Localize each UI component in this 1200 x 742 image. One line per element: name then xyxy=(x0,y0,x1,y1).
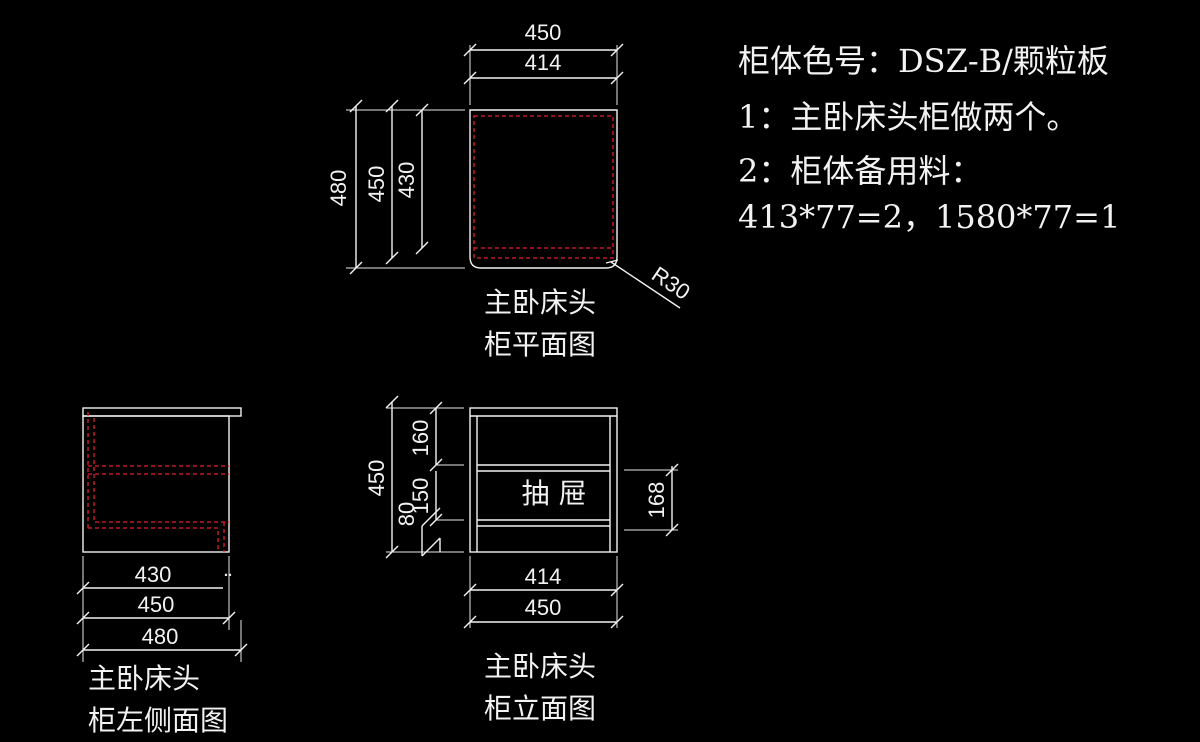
note-cabinet-color: 柜体色号：DSZ-B/颗粒板 xyxy=(738,42,1109,80)
plan-dimension-450: 450 xyxy=(463,20,624,105)
notes-block: 柜体色号：DSZ-B/颗粒板 1：主卧床头柜做两个。 2：柜体备用料： 413*… xyxy=(738,42,1120,236)
front-dim-150-label: 150 xyxy=(408,478,433,515)
plan-hidden-lines xyxy=(473,115,614,259)
plan-view: 450 414 480 450 430 xyxy=(326,20,695,361)
plan-radius-label: R30 xyxy=(647,261,694,304)
plan-caption-line2: 柜平面图 xyxy=(484,328,596,361)
side-hidden-lines xyxy=(87,412,229,552)
front-caption-line2: 柜立面图 xyxy=(484,692,596,725)
front-outline xyxy=(469,407,618,553)
front-dim-450-bottom-label: 450 xyxy=(525,595,562,620)
front-dimension-168: 168 xyxy=(624,463,679,537)
plan-dim-480-label: 480 xyxy=(326,170,351,207)
note-spare-sizes: 413*77=2，1580*77=1 xyxy=(738,198,1120,236)
front-dim-80-label: 80 xyxy=(394,502,419,526)
front-dimension-450: 450 xyxy=(364,395,464,559)
front-view: 抽 屉 450 160 150 80 xyxy=(364,395,679,725)
front-dimension-414: 414 xyxy=(463,556,624,628)
plan-dim-414-label: 414 xyxy=(525,50,562,75)
front-dim-160-label: 160 xyxy=(408,420,433,457)
side-top-panel xyxy=(82,407,242,417)
plan-dimension-450-side: 450 xyxy=(364,99,399,265)
plan-dimension-430: 430 xyxy=(394,103,429,255)
plan-dimension-414: 414 xyxy=(463,50,624,85)
side-caption-line1: 主卧床头 xyxy=(88,662,200,695)
side-dim-450-label: 450 xyxy=(138,592,175,617)
drawer-label: 抽 屉 xyxy=(522,477,587,510)
side-dim-480-label: 480 xyxy=(142,624,179,649)
svg-text:··: ·· xyxy=(224,567,232,581)
plan-dim-450-side-label: 450 xyxy=(364,166,389,203)
note-spare-material: 2：柜体备用料： xyxy=(738,152,982,190)
plan-dim-430-label: 430 xyxy=(394,162,419,199)
plan-outline xyxy=(469,109,618,269)
note-quantity: 1：主卧床头柜做两个。 xyxy=(738,98,1078,136)
side-dimension-480: 480 xyxy=(76,620,248,662)
front-caption-line1: 主卧床头 xyxy=(484,650,596,683)
front-dim-414-label: 414 xyxy=(525,564,562,589)
plan-radius-callout: R30 xyxy=(605,259,695,309)
side-dimension-430: ·· 430 xyxy=(76,562,233,595)
front-dim-450-label: 450 xyxy=(364,460,389,497)
side-caption-line2: 柜左侧面图 xyxy=(88,704,228,737)
front-dimension-160: 160 xyxy=(408,401,464,472)
plan-dim-450-label: 450 xyxy=(525,20,562,45)
side-view: ·· 430 450 480 主卧床头 柜左侧面图 xyxy=(76,407,248,737)
plan-dimension-480: 480 xyxy=(326,99,465,275)
front-dimension-150: 150 xyxy=(408,471,464,527)
side-body xyxy=(82,415,230,553)
front-dimension-80: 80 xyxy=(394,502,441,557)
plan-caption-line1: 主卧床头 xyxy=(484,286,596,319)
side-dimension-450: 450 xyxy=(76,556,236,662)
front-dimension-450-bottom: 450 xyxy=(463,595,624,629)
front-dim-168-label: 168 xyxy=(644,482,669,519)
side-dim-430-label: 430 xyxy=(135,562,172,587)
